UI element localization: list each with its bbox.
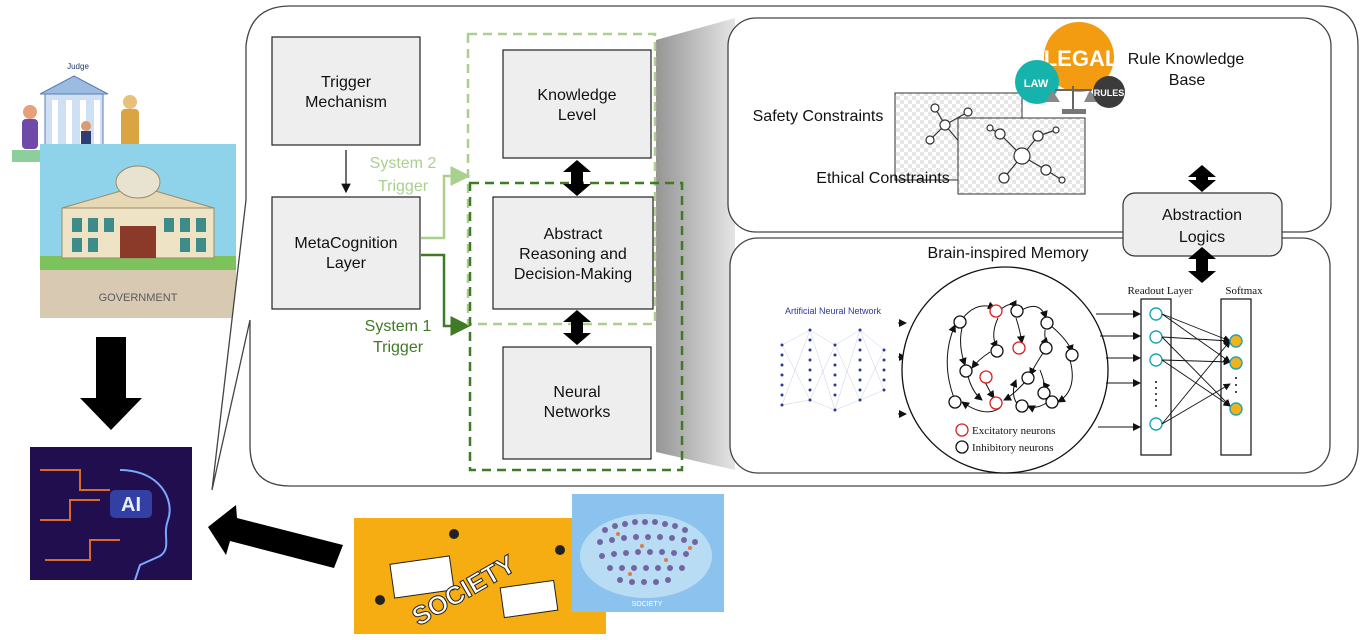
reasoning-neural-arrow — [563, 310, 591, 345]
legal-icon-cluster: LEGAL LAW RULES — [1015, 22, 1125, 114]
abstract-reasoning-box: Abstract Reasoning and Decision-Making — [492, 196, 654, 310]
svg-text:Decision-Making: Decision-Making — [514, 266, 632, 283]
abstraction-logics-box: Abstraction Logics — [1122, 192, 1283, 257]
svg-text:LAW: LAW — [1024, 78, 1049, 90]
readout-layer-label: Readout Layer — [1127, 285, 1192, 297]
softmax-neurons — [1229, 334, 1243, 416]
ann-label: Artificial Neural Network — [785, 306, 882, 316]
inhibitory-legend-icon — [955, 440, 969, 454]
svg-text:Judge: Judge — [67, 62, 89, 71]
svg-text:RULES: RULES — [1094, 88, 1125, 98]
svg-text:Knowledge: Knowledge — [537, 87, 616, 104]
svg-text:Abstract: Abstract — [544, 226, 603, 243]
trigger-mechanism-box: Trigger Mechanism — [271, 36, 421, 146]
society-crowd-image: SOCIETY — [572, 494, 724, 612]
system1-trigger-label: System 1 — [365, 318, 432, 335]
softmax-label: Softmax — [1225, 285, 1263, 297]
readout-input-arrows — [1096, 310, 1141, 431]
safety-constraints-label: Safety Constraints — [753, 108, 884, 125]
excitatory-legend-label: Excitatory neurons — [972, 425, 1055, 437]
knowledge-level-box: Knowledge Level — [502, 49, 652, 159]
down-arrow — [80, 337, 142, 430]
svg-text:Neural: Neural — [553, 384, 600, 401]
excitatory-legend-icon — [955, 423, 969, 437]
rule-knowledge-base-label: Rule Knowledge — [1128, 51, 1245, 68]
system2-trigger-label-2: Trigger — [378, 178, 429, 195]
reservoir-circle — [901, 266, 1109, 474]
svg-text:GOVERNMENT: GOVERNMENT — [99, 292, 178, 304]
svg-text:Reasoning and: Reasoning and — [519, 246, 627, 263]
svg-text:MetaCognition: MetaCognition — [294, 235, 397, 252]
knowledge-reasoning-arrow — [563, 160, 591, 196]
svg-text:LEGAL: LEGAL — [1044, 46, 1119, 71]
svg-text:Mechanism: Mechanism — [305, 94, 387, 111]
government-image: GOVERNMENT — [40, 144, 236, 318]
svg-text:SOCIETY: SOCIETY — [632, 601, 663, 608]
knowledge-abstraction-arrow — [1188, 165, 1216, 192]
society-image: SOCIETY — [354, 518, 606, 634]
reservoir-neurons — [948, 304, 1079, 413]
system2-trigger-label: System 2 — [370, 155, 437, 172]
ai-image: AI — [30, 447, 192, 581]
system1-trigger-label-2: Trigger — [373, 339, 424, 356]
ethical-constraints-graph — [957, 117, 1086, 195]
readout-layer-box — [1140, 298, 1172, 456]
readout-softmax-connections — [1161, 313, 1231, 425]
svg-text:AI: AI — [121, 494, 141, 516]
rule-knowledge-base-label-2: Base — [1169, 72, 1206, 89]
system1-trigger-arrow — [421, 253, 471, 336]
svg-text:Abstraction: Abstraction — [1162, 207, 1242, 224]
system2-dashed-region — [466, 32, 657, 326]
svg-text:Layer: Layer — [326, 255, 367, 272]
softmax-ellipsis — [1235, 377, 1237, 393]
neural-networks-box: Neural Networks — [502, 346, 652, 460]
svg-text:Trigger: Trigger — [321, 74, 372, 91]
system2-trigger-arrow — [421, 166, 471, 240]
svg-text:Networks: Networks — [544, 404, 611, 421]
abstraction-memory-arrow — [1188, 247, 1216, 283]
zoom-funnel — [656, 18, 735, 470]
metacognition-layer-box: MetaCognition Layer — [271, 196, 421, 310]
ethical-constraints-label: Ethical Constraints — [816, 170, 949, 187]
memory-title: Brain-inspired Memory — [928, 245, 1089, 262]
svg-text:Level: Level — [558, 107, 596, 124]
inhibitory-legend-label: Inhibitory neurons — [972, 442, 1054, 454]
ann-graphic — [780, 328, 886, 412]
readout-ellipsis — [1155, 381, 1157, 407]
svg-text:Logics: Logics — [1179, 229, 1225, 246]
society-to-ai-arrow — [208, 505, 343, 568]
